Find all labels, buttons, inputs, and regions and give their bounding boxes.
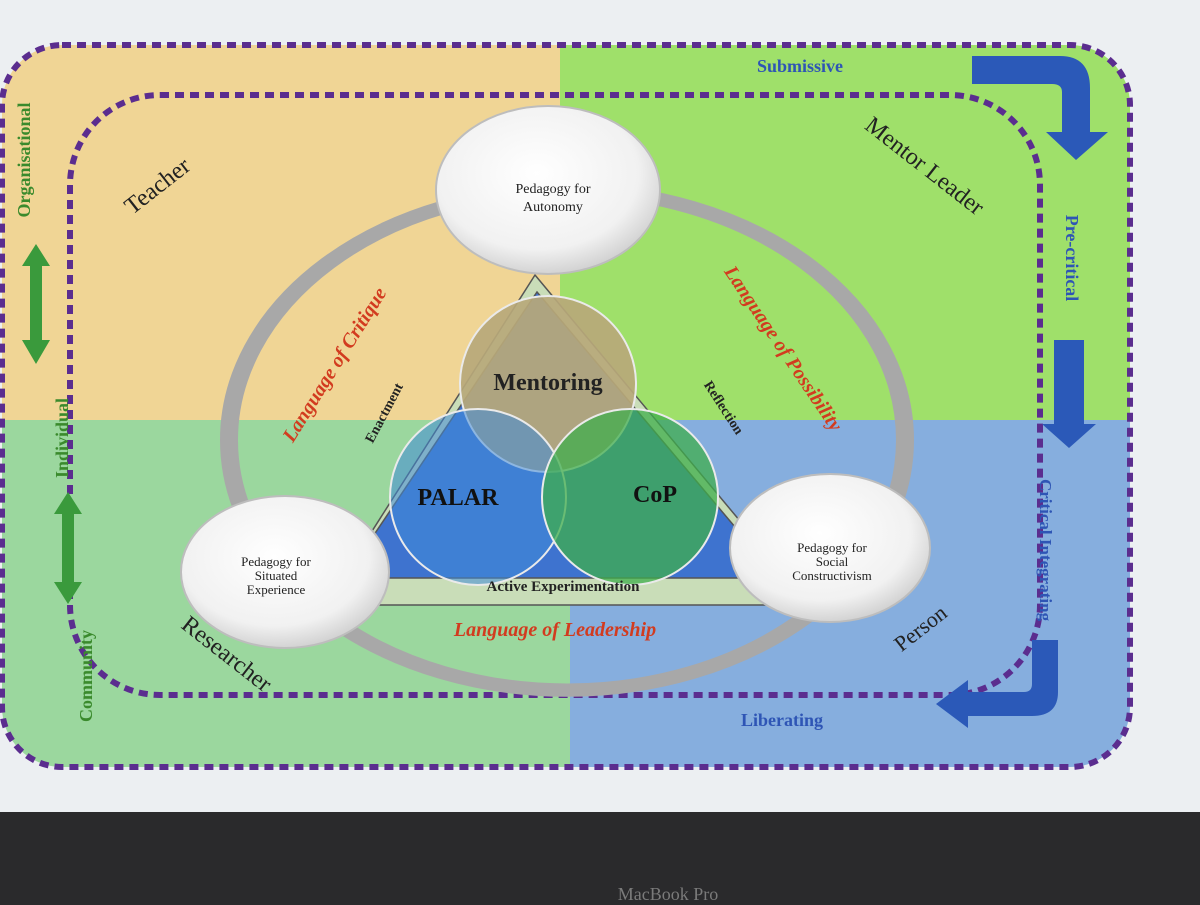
double-arrow-upper-icon [22, 244, 50, 364]
language-of-leadership: Language of Leadership [453, 619, 656, 641]
flow-arrow-right-middle-icon [1042, 340, 1096, 448]
social-label-line3: Constructivism [792, 568, 871, 583]
laptop-brand-text: MacBook Pro [618, 884, 719, 900]
double-arrow-lower-icon [54, 492, 82, 604]
pedagogy-autonomy-circle [435, 105, 661, 275]
venn-label-mentoring: Mentoring [493, 370, 602, 396]
pedagogy-situated-circle [180, 495, 390, 649]
inner-dashed-border [67, 92, 1043, 698]
flow-arrow-bottom-right-icon [936, 640, 1058, 728]
venn-circle-cop [541, 408, 719, 586]
venn-label-cop: CoP [633, 482, 677, 508]
quadrant-top-right [560, 45, 1130, 420]
bottom-label-liberating: Liberating [741, 710, 823, 730]
outer-dashed-border [0, 42, 1133, 770]
social-label-line2: Social [816, 554, 849, 569]
autonomy-label-line2: Autonomy [523, 200, 583, 215]
venn-label-palar: PALAR [418, 485, 500, 511]
left-label-individual: Individual [52, 398, 72, 478]
right-label-precritical: Pre-critical [1062, 215, 1082, 302]
pedagogy-social-circle [729, 473, 931, 623]
social-label-line1: Pedagogy for [797, 540, 867, 555]
situated-label-line2: Situated [255, 568, 298, 583]
situated-label-line1: Pedagogy for [241, 554, 311, 569]
flow-arrow-top-right-icon [972, 56, 1108, 160]
left-label-community: Community [76, 630, 96, 722]
right-label-critical-integrating: Critical Integrating [1036, 479, 1055, 622]
top-label-submissive: Submissive [757, 56, 843, 76]
autonomy-label-line1: Pedagogy for [515, 182, 590, 197]
left-label-organisational: Organisational [14, 102, 34, 217]
situated-label-line3: Experience [247, 582, 306, 597]
side-label-active-experimentation: Active Experimentation [487, 579, 641, 595]
